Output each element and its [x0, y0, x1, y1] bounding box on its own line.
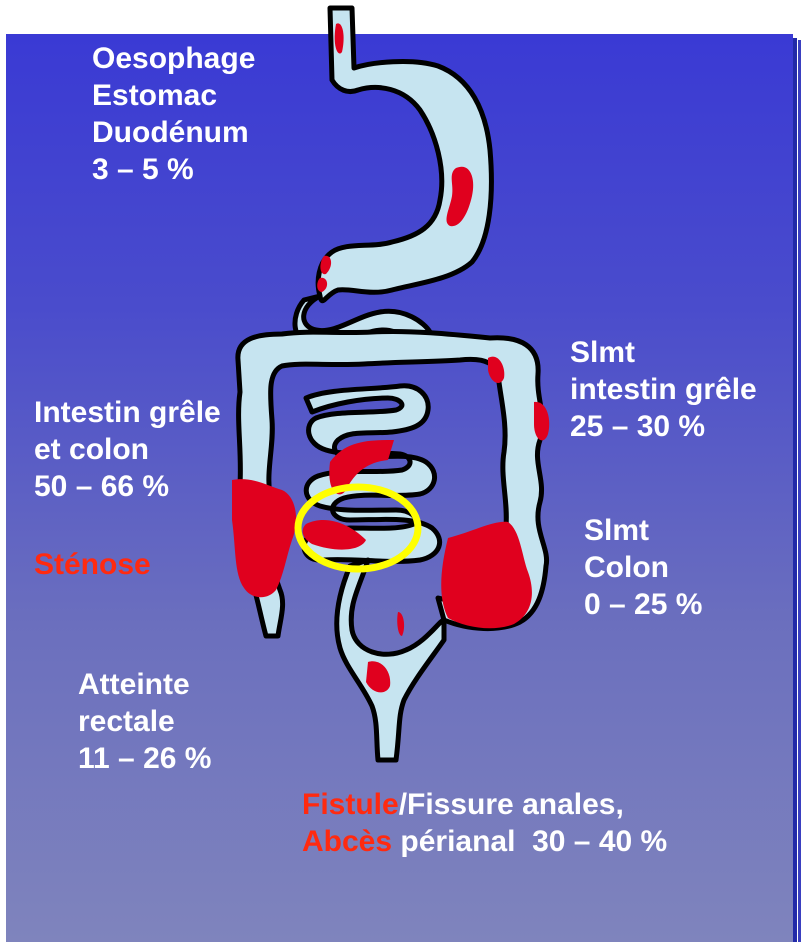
label-upper-line-1: Oesophage — [92, 40, 255, 77]
label-rectal-line-3: 11 – 26 % — [78, 740, 211, 777]
label-abces: Abcès — [302, 825, 392, 858]
label-colon-only: Slmt Colon 0 – 25 % — [584, 512, 702, 623]
label-perianal: périanal 30 – 40 % — [392, 825, 667, 858]
label-anal-line-1: Fistule/Fissure anales, — [302, 786, 667, 823]
label-co-line-3: 0 – 25 % — [584, 586, 702, 623]
label-small-intestine-only: Slmt intestin grêle 25 – 30 % — [570, 334, 757, 445]
label-fissure: /Fissure anales, — [399, 788, 624, 821]
label-sc-line-1: Intestin grêle — [34, 394, 221, 431]
label-upper-gi: Oesophage Estomac Duodénum 3 – 5 % — [92, 40, 255, 188]
label-sc-line-2: et colon — [34, 431, 221, 468]
label-si-line-3: 25 – 30 % — [570, 408, 757, 445]
label-upper-line-2: Estomac — [92, 77, 255, 114]
label-si-line-1: Slmt — [570, 334, 757, 371]
label-rectal-line-1: Atteinte — [78, 666, 211, 703]
label-rectal-line-2: rectale — [78, 703, 211, 740]
label-anal: Fistule/Fissure anales, Abcès périanal 3… — [302, 786, 667, 860]
rectum — [337, 560, 444, 760]
label-upper-line-4: 3 – 5 % — [92, 151, 255, 188]
label-co-line-1: Slmt — [584, 512, 702, 549]
label-fistule: Fistule — [302, 788, 399, 821]
label-rectal: Atteinte rectale 11 – 26 % — [78, 666, 211, 777]
label-upper-line-3: Duodénum — [92, 114, 255, 151]
oesophagus-stomach — [318, 8, 491, 301]
label-anal-line-2: Abcès périanal 30 – 40 % — [302, 823, 667, 860]
label-small-and-colon: Intestin grêle et colon 50 – 66 % — [34, 394, 221, 505]
label-stenose: Sténose — [34, 546, 151, 583]
label-sc-line-3: 50 – 66 % — [34, 468, 221, 505]
label-si-line-2: intestin grêle — [570, 371, 757, 408]
label-co-line-2: Colon — [584, 549, 702, 586]
